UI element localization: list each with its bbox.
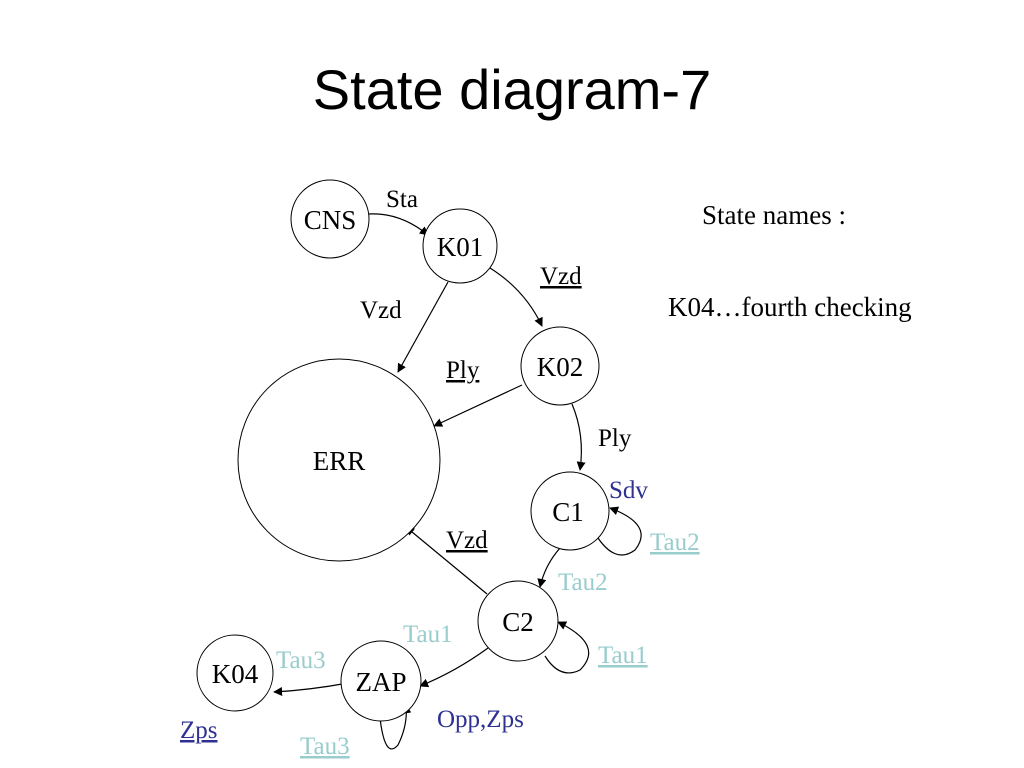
state-cns: CNS bbox=[290, 179, 370, 259]
state-err-label: ERR bbox=[313, 446, 366, 476]
edge-k02-c1 bbox=[571, 403, 586, 471]
slide-title: State diagram-7 bbox=[312, 58, 712, 121]
edge-k01-k02 bbox=[489, 267, 543, 327]
state-zap: ZAP bbox=[340, 640, 422, 722]
state-c1: C1 bbox=[530, 471, 610, 551]
state-k04: K04 bbox=[196, 634, 274, 712]
label-tau3-zap-k04: Tau3 bbox=[276, 647, 326, 674]
label-zps: Zps bbox=[180, 717, 218, 744]
state-k04-label: K04 bbox=[212, 659, 259, 689]
edge-c1-self bbox=[595, 506, 642, 556]
state-c1-label: C1 bbox=[552, 497, 584, 527]
state-cns-label: CNS bbox=[304, 205, 357, 235]
label-vzd-k01-k02: Vzd bbox=[540, 263, 582, 290]
label-tau2-c1-c2: Tau2 bbox=[558, 569, 608, 596]
label-ply-k02-c1: Ply bbox=[598, 425, 632, 452]
label-ply-k02-err: Ply bbox=[446, 357, 480, 384]
edge-c2-err bbox=[405, 526, 488, 595]
state-k02: K02 bbox=[520, 326, 600, 406]
edge-cns-k01 bbox=[367, 213, 429, 236]
edge-c2-zap bbox=[419, 647, 489, 688]
state-k01-label: K01 bbox=[437, 232, 484, 262]
edge-zap-k04 bbox=[273, 682, 349, 697]
label-tau1-self: Tau1 bbox=[598, 642, 648, 669]
edge-zap-self bbox=[379, 704, 412, 750]
label-tau1-c2-zap: Tau1 bbox=[403, 621, 453, 648]
label-vzd-k01-err: Vzd bbox=[360, 297, 402, 324]
label-tau3-self: Tau3 bbox=[300, 733, 350, 760]
label-sdv: Sdv bbox=[609, 477, 648, 504]
label-sta: Sta bbox=[386, 186, 418, 213]
state-err: ERR bbox=[237, 358, 441, 562]
edge-k02-err bbox=[433, 384, 523, 427]
label-opp-zps: Opp,Zps bbox=[437, 706, 524, 733]
label-vzd-c2-err: Vzd bbox=[446, 527, 488, 554]
state-k01: K01 bbox=[422, 208, 498, 284]
state-k02-label: K02 bbox=[537, 352, 584, 382]
edge-c2-self bbox=[544, 621, 590, 674]
state-zap-label: ZAP bbox=[355, 667, 406, 697]
state-c2: C2 bbox=[477, 580, 559, 662]
notes-heading: State names : bbox=[702, 200, 846, 230]
state-c2-label: C2 bbox=[502, 607, 534, 637]
edge-c1-c2 bbox=[537, 547, 561, 588]
label-tau2-self: Tau2 bbox=[650, 529, 700, 556]
edge-k01-err bbox=[397, 281, 449, 373]
notes-k04-desc: K04…fourth checking bbox=[668, 292, 912, 322]
